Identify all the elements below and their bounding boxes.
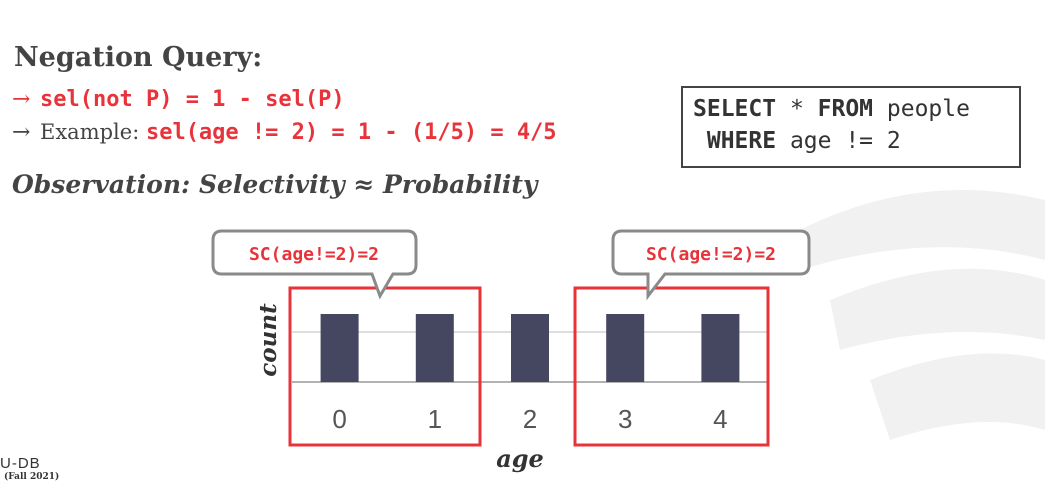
sql-query-box: SELECT * FROM people WHERE age != 2 bbox=[681, 86, 1021, 168]
example-label: Example: bbox=[40, 120, 146, 144]
x-tick-label-4: 4 bbox=[713, 404, 727, 434]
bar-age-1 bbox=[415, 314, 454, 382]
callout-left: SC(age!=2)=2 bbox=[211, 229, 418, 300]
example-formula: sel(age != 2) = 1 - (1/5) = 4/5 bbox=[145, 120, 557, 145]
callout-right: SC(age!=2)=2 bbox=[611, 229, 811, 301]
x-tick-label-3: 3 bbox=[618, 404, 632, 434]
sql-keyword-select: SELECT bbox=[693, 96, 777, 122]
x-tick-label-0: 0 bbox=[332, 404, 346, 434]
x-tick-label-1: 1 bbox=[428, 404, 442, 434]
slide-title: Negation Query: bbox=[14, 42, 263, 73]
sql-table: people bbox=[873, 96, 970, 122]
bar-age-0 bbox=[320, 314, 359, 382]
observation-text: Observation: Selectivity ≈ Probability bbox=[12, 170, 538, 199]
bullet-example: → Example: sel(age != 2) = 1 - (1/5) = 4/… bbox=[12, 120, 557, 145]
footer-term: (Fall 2021) bbox=[4, 472, 60, 482]
bar-age-2 bbox=[511, 314, 549, 382]
footer: U-DB (Fall 2021) bbox=[0, 455, 59, 482]
bar-age-4 bbox=[701, 314, 740, 382]
x-tick-label-2: 2 bbox=[523, 404, 537, 434]
highlight-box-right bbox=[573, 286, 770, 447]
footer-course: U-DB bbox=[0, 455, 41, 472]
negation-formula: sel(not P) = 1 - sel(P) bbox=[40, 87, 345, 112]
sql-condition: age != 2 bbox=[776, 128, 901, 154]
bullet-negation-formula: → sel(not P) = 1 - sel(P) bbox=[12, 87, 345, 112]
y-axis-label: count bbox=[255, 303, 282, 377]
callout-left-text: SC(age!=2)=2 bbox=[249, 244, 379, 265]
sql-keyword-where: WHERE bbox=[693, 128, 777, 154]
bar-age-3 bbox=[606, 314, 645, 382]
callout-right-text: SC(age!=2)=2 bbox=[646, 244, 776, 265]
arrow-icon: → bbox=[12, 87, 31, 112]
x-axis-label: age bbox=[496, 444, 544, 473]
sql-keyword-from: FROM bbox=[817, 96, 874, 122]
sql-star: * bbox=[776, 96, 818, 122]
arrow-icon: → bbox=[12, 120, 31, 145]
